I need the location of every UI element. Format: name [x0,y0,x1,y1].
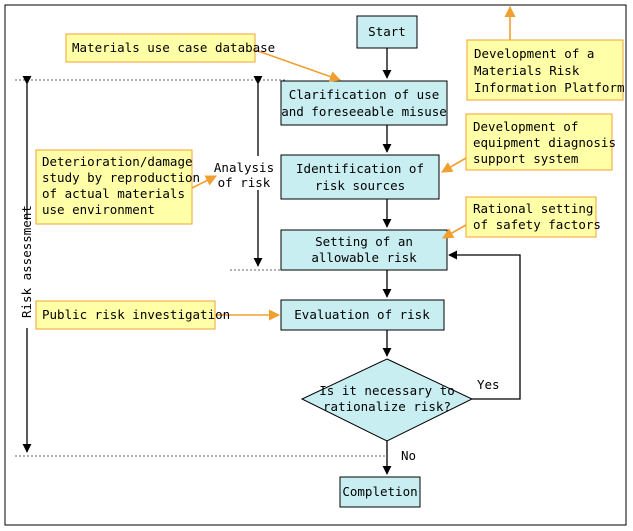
note-platform [466,39,624,101]
decision-line-1: Is it necessary to [319,383,454,398]
outer-frame [4,4,627,526]
completion-box [339,476,421,508]
completion-label: Completion [342,484,417,499]
note-public-text: Public risk investigation [42,307,230,322]
step-allowable-risk-box [280,229,448,271]
arrow-safety [442,224,467,239]
arrow-deterioration [191,175,218,189]
risk-assessment-label: Risk assessment [19,205,34,318]
no-label: No [401,448,416,463]
note-platform-line-1: Development of a [474,46,594,61]
step-allowable-risk-line-1: Setting of an [315,234,413,249]
step-clarification-box [280,80,448,126]
decision-diamond [300,358,474,442]
note-diagnosis-line-3: support system [473,151,578,166]
step-identification-line-1: Identification of [296,161,424,176]
note-deterioration [35,149,193,225]
arrow-database [254,49,342,82]
note-deterioration-line-3: of actual materials [42,186,185,201]
analysis-label-bg [218,156,270,190]
step-evaluation-box [280,299,445,331]
analysis-label-line-2: of risk [218,175,271,190]
note-diagnosis-line-1: Development of [473,119,578,134]
note-database-text: Materials use case database [72,40,275,55]
step-allowable-risk-line-2: allowable risk [311,250,417,265]
step-clarification-line-2: and foreseeable misuse [281,104,447,119]
note-safety-line-2: of safety factors [473,217,601,232]
arrow-decision-yes-loop [448,250,521,400]
note-platform-line-2: Materials Risk [474,63,580,78]
step-evaluation-label: Evaluation of risk [294,307,430,322]
step-identification-line-2: risk sources [315,178,405,193]
analysis-label-line-1: Analysis [214,160,274,175]
note-public [35,300,216,330]
note-deterioration-line-1: Deterioration/damage [42,154,193,169]
note-diagnosis [465,113,613,171]
start-box [356,15,418,49]
start-label: Start [368,24,406,39]
note-database [65,33,256,63]
step-clarification-line-1: Clarification of use [289,87,440,102]
risk-assessment-label-bg [17,220,37,328]
decision-line-2: rationalize risk? [323,399,451,414]
note-platform-line-3: Information Platform [474,80,625,95]
note-deterioration-line-2: study by reproduction [42,170,200,185]
note-diagnosis-line-2: equipment diagnosis [473,135,616,150]
yes-label: Yes [477,377,500,392]
note-safety [465,196,597,238]
note-deterioration-line-4: use environment [42,202,155,217]
arrow-diagnosis [441,157,467,173]
note-safety-line-1: Rational setting [473,201,593,216]
step-identification-box [280,154,440,200]
